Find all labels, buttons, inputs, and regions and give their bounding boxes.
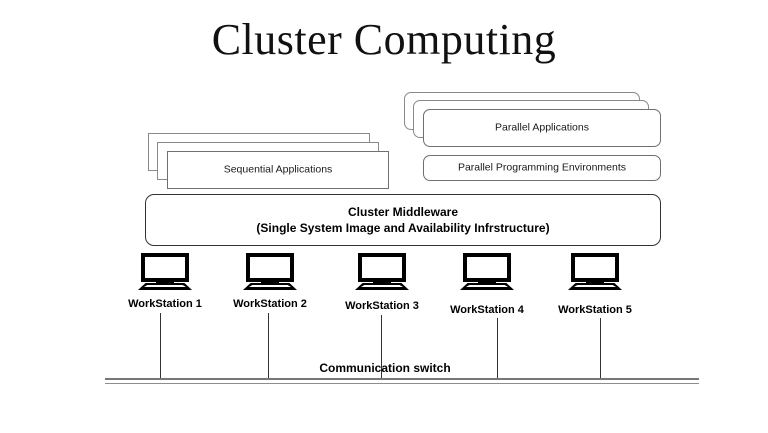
monitor-neck: [261, 280, 279, 284]
monitor-screen: [358, 253, 406, 282]
parallel-programming-environments-label: Parallel Programming Environments: [457, 161, 627, 174]
monitor-neck: [586, 280, 604, 284]
cluster-middleware-label: Cluster Middleware (Single System Image …: [256, 205, 550, 235]
connection-line-workstation-1: [160, 313, 161, 378]
connection-line-workstation-4: [497, 318, 498, 378]
parallel-applications-stack: Parallel Applications: [404, 92, 664, 154]
communication-bus-bottom: [105, 383, 699, 384]
sequential-applications-label: Sequential Applications: [223, 163, 333, 176]
sequential-applications-stack: Sequential Applications: [148, 133, 389, 193]
parallel-applications-card-front[interactable]: Parallel Applications: [423, 109, 661, 147]
monitor-screen: [463, 253, 511, 282]
monitor-base-highlight: [144, 284, 186, 287]
monitor-neck: [156, 280, 174, 284]
workstation-4-label: WorkStation 4: [450, 304, 524, 316]
monitor-screen: [246, 253, 294, 282]
workstation-1-label: WorkStation 1: [128, 298, 202, 310]
monitor-neck: [478, 280, 496, 284]
connection-line-workstation-5: [600, 318, 601, 378]
page-title: Cluster Computing: [211, 15, 557, 64]
monitor-icon: [243, 253, 297, 290]
parallel-programming-environments-box[interactable]: Parallel Programming Environments: [423, 155, 661, 181]
monitor-screen: [141, 253, 189, 282]
monitor-base-highlight: [249, 284, 291, 287]
monitor-base-highlight: [574, 284, 616, 287]
parallel-applications-label: Parallel Applications: [495, 121, 589, 134]
workstation-3-label: WorkStation 3: [345, 300, 419, 312]
connection-line-workstation-2: [268, 313, 269, 378]
monitor-base-highlight: [466, 284, 508, 287]
monitor-base-highlight: [361, 284, 403, 287]
communication-switch-label: Communication switch: [319, 361, 451, 375]
monitor-icon: [355, 253, 409, 290]
monitor-icon: [568, 253, 622, 290]
monitor-icon: [138, 253, 192, 290]
connection-line-workstation-3: [381, 315, 382, 378]
communication-bus-top: [105, 378, 699, 380]
cluster-middleware-box[interactable]: Cluster Middleware (Single System Image …: [145, 194, 661, 246]
monitor-icon: [460, 253, 514, 290]
monitor-neck: [373, 280, 391, 284]
monitor-screen: [571, 253, 619, 282]
workstation-2-label: WorkStation 2: [233, 298, 307, 310]
sequential-applications-card-front[interactable]: Sequential Applications: [167, 151, 389, 189]
workstation-5-label: WorkStation 5: [558, 304, 632, 316]
